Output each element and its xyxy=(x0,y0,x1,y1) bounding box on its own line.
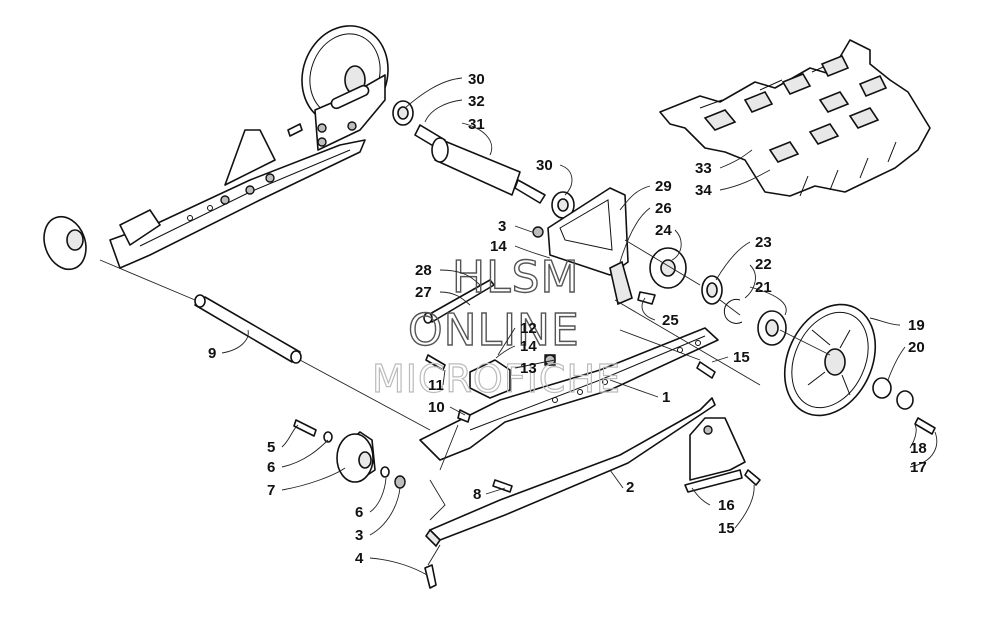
callout-10: 10 xyxy=(428,399,445,416)
callout-12: 12 xyxy=(520,320,537,337)
watermark-line-1: HLSM xyxy=(452,252,580,303)
callout-4: 4 xyxy=(355,550,364,567)
callout-5: 5 xyxy=(267,439,275,456)
callout-14-mid: 14 xyxy=(520,338,537,355)
callout-21: 21 xyxy=(755,279,772,296)
idler-wheel-7 xyxy=(293,419,437,589)
callout-19: 19 xyxy=(908,317,925,334)
bolt-27 xyxy=(423,279,556,423)
callout-22: 22 xyxy=(755,256,772,273)
callout-labels: 30 32 31 30 29 26 3 14 24 23 22 21 28 27… xyxy=(208,71,927,567)
callout-33: 33 xyxy=(695,160,712,177)
callout-2: 2 xyxy=(626,479,634,496)
watermark-line-3: MICROFICHE xyxy=(372,357,621,401)
watermark: HLSM ONLINE MICROFICHE xyxy=(371,251,621,401)
rear-wheel-19 xyxy=(783,303,936,435)
lower-slide-rail xyxy=(419,327,761,548)
callout-16: 16 xyxy=(718,497,735,514)
callout-29: 29 xyxy=(655,178,672,195)
callout-8: 8 xyxy=(473,486,481,503)
assembly-lines xyxy=(427,239,831,566)
callout-26: 26 xyxy=(655,200,672,217)
callout-11: 11 xyxy=(428,377,444,394)
callout-32: 32 xyxy=(468,93,485,110)
callout-34: 34 xyxy=(695,182,712,199)
bearing-assembly xyxy=(701,275,787,346)
callout-31: 31 xyxy=(468,116,485,133)
callout-28: 28 xyxy=(415,262,432,279)
callout-30-top: 30 xyxy=(468,71,485,88)
callout-27: 27 xyxy=(415,284,432,301)
cross-shaft-9 xyxy=(99,259,431,431)
watermark-line-2: ONLINE xyxy=(408,305,580,356)
callout-25: 25 xyxy=(662,312,679,329)
callout-17: 17 xyxy=(910,459,927,476)
callout-9: 9 xyxy=(208,345,216,362)
callout-1: 1 xyxy=(662,389,670,406)
callout-3-bottom: 3 xyxy=(355,527,363,544)
callout-30-mid: 30 xyxy=(536,157,553,174)
callout-6-left: 6 xyxy=(267,459,275,476)
track-segment xyxy=(659,39,931,197)
shaft-31 xyxy=(392,100,575,219)
callout-3-top: 3 xyxy=(498,218,506,235)
callout-23: 23 xyxy=(755,234,772,251)
callout-15-right: 15 xyxy=(733,349,750,366)
callout-6-bottom: 6 xyxy=(355,504,363,521)
center-bracket-29 xyxy=(532,187,687,306)
callout-7: 7 xyxy=(267,482,275,499)
callout-18: 18 xyxy=(910,440,927,457)
callout-20: 20 xyxy=(908,339,925,356)
callout-15-bottom: 15 xyxy=(718,520,735,537)
callout-leaders xyxy=(221,77,938,576)
callout-14-top: 14 xyxy=(490,238,507,255)
callout-13: 13 xyxy=(520,360,537,377)
left-slide-rail xyxy=(43,25,389,271)
callout-24: 24 xyxy=(655,222,672,239)
